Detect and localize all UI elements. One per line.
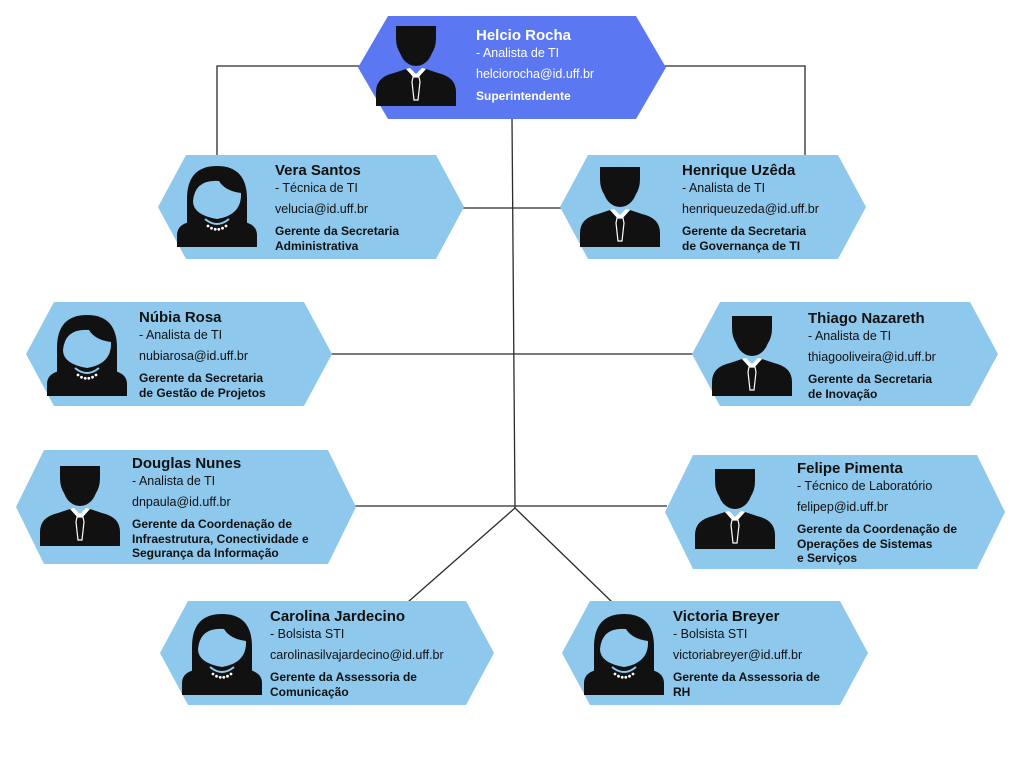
woman-silhouette-icon <box>46 314 128 396</box>
person-title: Gerente da Assessoria de Comunicação <box>270 670 417 699</box>
person-email: nubiarosa@id.uff.br <box>139 349 249 363</box>
org-card-top: Helcio Rocha - Analista de TI helcioroch… <box>358 16 666 119</box>
person-title: Gerente da Secretaria de Inovação <box>808 372 933 401</box>
person-name: Vera Santos <box>275 162 361 179</box>
person-title: Gerente da Assessoria de RH <box>673 670 820 699</box>
card-info: Helcio Rocha - Analista de TI helcioroch… <box>476 27 594 104</box>
card-info: Carolina Jardecino - Bolsista STI caroli… <box>270 608 444 699</box>
person-name: Douglas Nunes <box>132 455 242 472</box>
person-name: Helcio Rocha <box>476 27 572 44</box>
person-name: Carolina Jardecino <box>270 608 406 625</box>
card-info: Douglas Nunes - Analista de TI dnpaula@i… <box>132 455 309 561</box>
person-email: velucia@id.uff.br <box>275 202 369 216</box>
person-title: Gerente da Secretaria Administrativa <box>275 224 400 253</box>
connector-left <box>216 65 362 157</box>
person-name: Victoria Breyer <box>673 608 780 625</box>
person-title: Gerente da Coordenação de Operações de S… <box>797 522 958 565</box>
person-role: - Analista de TI <box>682 181 766 195</box>
person-role: - Analista de TI <box>139 328 223 342</box>
person-title: Gerente da Secretaria de Governança de T… <box>682 224 807 253</box>
person-title: Gerente da Secretaria de Gestão de Proje… <box>139 371 266 400</box>
person-email: thiagooliveira@id.uff.br <box>808 350 936 364</box>
man-silhouette-icon <box>711 315 793 396</box>
org-card-douglas-nunes: Douglas Nunes - Analista de TI dnpaula@i… <box>16 450 356 564</box>
person-role: - Analista de TI <box>132 474 216 488</box>
org-card-nubia-rosa: Núbia Rosa - Analista de TI nubiarosa@id… <box>26 302 332 406</box>
org-card-victoria-breyer: Victoria Breyer - Bolsista STI victoriab… <box>562 601 868 705</box>
connector-diag-right <box>514 507 613 603</box>
person-role: - Técnico de Laboratório <box>797 479 933 493</box>
connector-trunk <box>511 117 516 509</box>
man-silhouette-icon <box>375 25 457 106</box>
person-name: Felipe Pimenta <box>797 460 903 477</box>
connector-diag-left <box>407 507 516 603</box>
person-role: - Bolsista STI <box>270 627 345 641</box>
person-role: - Técnica de TI <box>275 181 358 195</box>
person-title: Gerente da Coordenação de Infraestrutura… <box>132 517 309 560</box>
person-email: carolinasilvajardecino@id.uff.br <box>270 648 444 662</box>
person-name: Henrique Uzêda <box>682 162 796 179</box>
person-name: Núbia Rosa <box>139 309 222 326</box>
woman-silhouette-icon <box>181 613 263 695</box>
person-email: henriqueuzeda@id.uff.br <box>682 202 819 216</box>
person-title: Superintendente <box>476 89 571 103</box>
person-email: dnpaula@id.uff.br <box>132 495 231 509</box>
person-name: Thiago Nazareth <box>808 310 925 327</box>
card-info: Henrique Uzêda - Analista de TI henrique… <box>682 162 819 253</box>
card-info: Núbia Rosa - Analista de TI nubiarosa@id… <box>139 309 266 400</box>
org-card-henrique-uzeda: Henrique Uzêda - Analista de TI henrique… <box>560 155 866 259</box>
card-info: Victoria Breyer - Bolsista STI victoriab… <box>673 608 820 699</box>
person-role: - Analista de TI <box>476 46 560 60</box>
org-card-vera-santos: Vera Santos - Técnica de TI velucia@id.u… <box>158 155 464 259</box>
card-info: Vera Santos - Técnica de TI velucia@id.u… <box>275 162 399 253</box>
person-email: felipep@id.uff.br <box>797 500 888 514</box>
man-silhouette-icon <box>39 465 121 546</box>
man-silhouette-icon <box>694 468 776 549</box>
org-card-felipe-pimenta: Felipe Pimenta - Técnico de Laboratório … <box>665 455 1005 569</box>
org-card-carolina-jardecino: Carolina Jardecino - Bolsista STI caroli… <box>160 601 494 705</box>
person-email: helciorocha@id.uff.br <box>476 67 595 81</box>
person-role: - Analista de TI <box>808 329 892 343</box>
card-info: Thiago Nazareth - Analista de TI thiagoo… <box>808 310 936 401</box>
man-silhouette-icon <box>579 166 661 247</box>
person-role: - Bolsista STI <box>673 627 748 641</box>
person-email: victoriabreyer@id.uff.br <box>673 648 803 662</box>
card-info: Felipe Pimenta - Técnico de Laboratório … <box>797 460 957 566</box>
woman-silhouette-icon <box>176 165 258 247</box>
connector-right <box>662 65 806 157</box>
woman-silhouette-icon <box>583 613 665 695</box>
org-card-thiago-nazareth: Thiago Nazareth - Analista de TI thiagoo… <box>692 302 998 406</box>
